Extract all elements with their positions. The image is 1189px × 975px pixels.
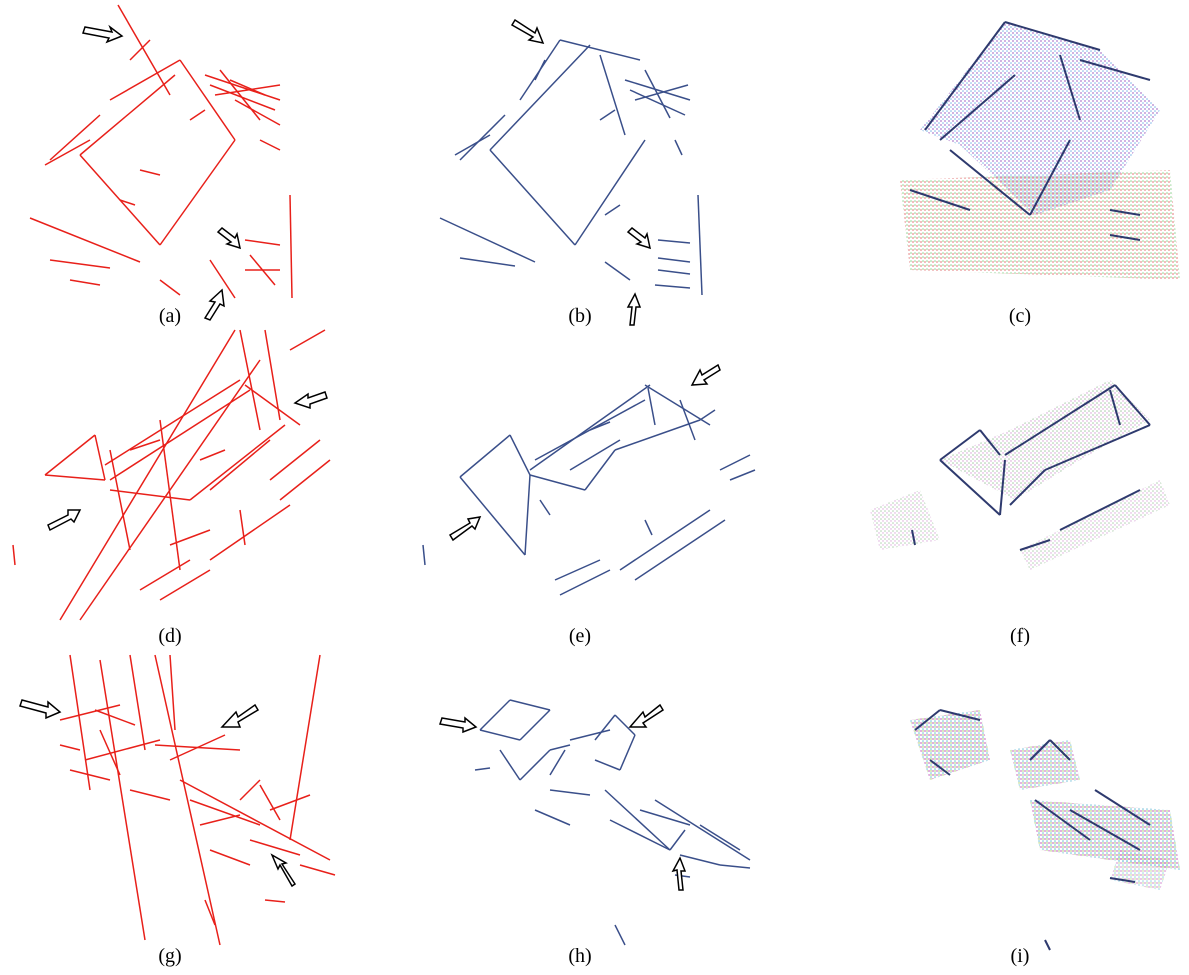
caption-i: (i) — [1010, 945, 1030, 967]
panel-i — [830, 650, 1189, 951]
red-line-drawing-d — [12, 329, 331, 621]
caption-b: (b) — [568, 305, 592, 327]
caption-a: (a) — [158, 305, 182, 327]
panel-d — [10, 329, 390, 630]
panel-a — [10, 0, 390, 321]
blue-line-drawing-e — [422, 363, 756, 596]
red-line-drawing-a — [29, 4, 293, 321]
panel-g — [10, 650, 390, 950]
panel-c — [830, 0, 1189, 300]
colored-points-i — [910, 709, 1180, 951]
blue-line-drawing-b — [439, 18, 703, 326]
caption-h: (h) — [568, 945, 592, 967]
red-line-drawing-g — [19, 654, 336, 946]
caption-f: (f) — [1010, 625, 1030, 647]
panel-h — [420, 650, 800, 950]
panel-e — [420, 330, 800, 630]
blue-line-drawing-h — [439, 699, 751, 946]
colored-points-f — [870, 380, 1170, 570]
caption-e: (e) — [568, 625, 592, 647]
caption-g: (g) — [158, 945, 182, 967]
panel-f — [830, 330, 1189, 630]
colored-points-c — [900, 21, 1180, 280]
caption-d: (d) — [158, 625, 182, 647]
caption-c: (c) — [1008, 305, 1032, 327]
panel-b — [420, 0, 800, 326]
